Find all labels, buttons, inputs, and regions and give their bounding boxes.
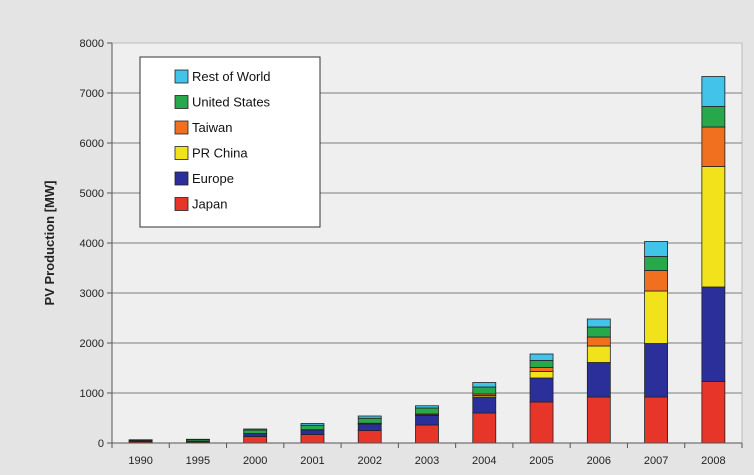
- bar-segment: [586, 318, 611, 328]
- bar-segment: [300, 423, 325, 426]
- y-tick-label: 6000: [80, 138, 104, 150]
- y-tick-label: 7000: [80, 88, 104, 100]
- legend-label: United States: [192, 95, 271, 110]
- x-tick-label: 1995: [186, 455, 210, 467]
- bars: [128, 76, 726, 444]
- bar-segment: [472, 386, 497, 395]
- x-tick-label: 2000: [243, 455, 267, 467]
- y-tick-label: 3000: [80, 288, 104, 300]
- bar-segment: [701, 126, 726, 167]
- bar-segment: [701, 381, 726, 444]
- bar-segment: [357, 430, 382, 444]
- legend-label: Europe: [192, 171, 234, 186]
- bar-segment: [529, 360, 554, 368]
- x-tick-label: 2005: [529, 455, 553, 467]
- bar-segment: [529, 371, 554, 379]
- bar-segment: [357, 417, 382, 424]
- legend-label: Taiwan: [192, 120, 232, 135]
- legend-swatch: [174, 95, 189, 109]
- y-tick-label: 0: [98, 438, 104, 450]
- y-tick-label: 8000: [80, 38, 104, 50]
- bar-segment: [415, 407, 439, 415]
- x-tick-label: 2002: [357, 455, 381, 467]
- bar-segment: [701, 76, 726, 107]
- bar-segment: [644, 241, 668, 257]
- legend-swatch: [174, 146, 189, 160]
- y-axis-ticks: 0 1000 2000 3000 4000 5000 6000 7000 8000: [80, 38, 742, 450]
- x-tick-label: 2006: [587, 455, 611, 467]
- bar-segment: [701, 166, 726, 288]
- bar-segment: [644, 290, 668, 344]
- legend-swatch: [174, 197, 189, 211]
- legend-box: [139, 56, 321, 228]
- bar-segment: [586, 396, 611, 444]
- bar-segment: [701, 106, 726, 128]
- x-tick-label: 2001: [300, 455, 324, 467]
- x-tick-label: 2003: [415, 455, 439, 467]
- bar-segment: [472, 382, 497, 388]
- y-tick-label: 5000: [80, 188, 104, 200]
- bar-segment: [300, 429, 325, 435]
- y-tick-label: 1000: [80, 388, 104, 400]
- bar-segment: [243, 433, 268, 437]
- bar-segment: [243, 429, 268, 434]
- bar-segment: [586, 336, 611, 347]
- x-axis-ticks: 1990 1995 2000 2001 2002 2003 2004 2005 2006 2007…: [111, 443, 743, 467]
- legend-label: PR China: [192, 146, 248, 161]
- bar-segment: [644, 343, 668, 398]
- bar-segment: [472, 396, 497, 414]
- bar-segment: [300, 424, 325, 431]
- bar-segment: [586, 326, 611, 338]
- x-tick-label: 2008: [701, 455, 725, 467]
- x-tick-label: 2004: [472, 455, 496, 467]
- x-tick-label: 2007: [644, 455, 668, 467]
- bar-segment: [243, 436, 268, 444]
- legend-label: Japan: [192, 197, 227, 212]
- bar-segment: [586, 362, 611, 398]
- bar-segment: [529, 367, 554, 372]
- bar-segment: [586, 345, 611, 363]
- bar-segment: [644, 396, 668, 444]
- bar-segment: [701, 286, 726, 382]
- bar-segment: [300, 434, 325, 444]
- bar-segment: [415, 424, 439, 444]
- y-tick-label: 4000: [80, 238, 104, 250]
- bar-segment: [243, 428, 268, 431]
- bar-segment: [472, 412, 497, 444]
- bar-segment: [644, 270, 668, 292]
- bar-segment: [357, 415, 382, 419]
- bar-segment: [644, 256, 668, 271]
- bar-segment: [529, 353, 554, 361]
- bar-segment: [529, 401, 554, 444]
- x-tick-label: 1990: [128, 455, 152, 467]
- bar-segment: [357, 423, 382, 431]
- bar-segment: [415, 415, 439, 426]
- bar-segment: [415, 405, 439, 409]
- y-axis-label: PV Production [MW]: [42, 181, 57, 306]
- bar-segment: [529, 377, 554, 403]
- legend-swatch: [174, 120, 189, 135]
- legend-swatch: [174, 69, 189, 84]
- legend-label: Rest of World: [192, 69, 271, 84]
- legend-swatch: [174, 171, 189, 186]
- y-tick-label: 2000: [80, 338, 104, 350]
